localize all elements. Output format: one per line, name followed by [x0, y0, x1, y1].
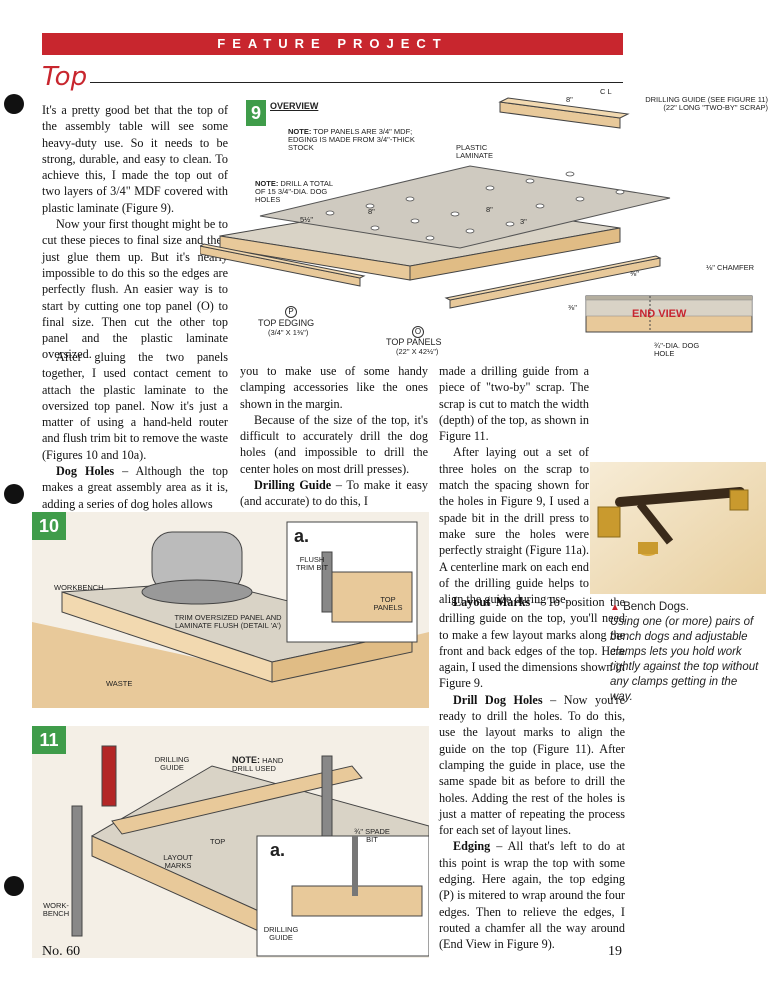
label-spade-bit: ¾" SPADE BIT [354, 827, 390, 844]
label-workbench: WORK- BENCH [42, 901, 70, 918]
column-1: It's a pretty good bet that the top of t… [42, 102, 228, 363]
figure-note: NOTE: DRILL A TOTAL OF 15 3/4"-DIA. DOG … [255, 180, 335, 204]
dimension-label: ⅜" [630, 269, 639, 278]
run-in-head: Edging [453, 839, 491, 854]
figure-9-overview: 9 OVERVIEW NOTE: TOP PANELS ARE 3/4" MDF… [200, 88, 768, 360]
paragraph: Now your first thought might be to cut t… [42, 216, 228, 363]
paragraph: Drilling Guide – To make it easy (and ac… [240, 477, 428, 510]
caption-triangle-icon: ▲ [610, 602, 620, 613]
paragraph-text: – Now you're ready to drill the holes. T… [439, 692, 625, 838]
paragraph-text: – To position the drilling guide on the … [439, 595, 625, 691]
title-rule [90, 82, 623, 83]
column-1-lower: After gluing the two panels together, I … [42, 349, 228, 512]
label-top-panels: TOP PANELS [386, 337, 442, 347]
figure-9-drawing [200, 97, 753, 333]
label-top-panels-size: (22" x 42½") [396, 347, 439, 356]
paragraph: made a drilling guide from a piece of "t… [439, 364, 589, 444]
figure-10: 10 WORKBENCH TRIM OVERSIZED PANEL AND LA… [32, 512, 429, 708]
paragraph-text: – All that's left to do at this point is… [439, 839, 625, 952]
figure-number-badge: 10 [32, 512, 66, 540]
paragraph: Drill Dog Holes – Now you're ready to dr… [439, 692, 625, 839]
column-2: you to make use of some handy clamping a… [240, 363, 428, 510]
binder-hole [4, 94, 24, 114]
paragraph: After gluing the two panels together, I … [42, 350, 228, 462]
binder-hole [4, 484, 24, 504]
column-3-lower: Layout Marks – To position the drilling … [439, 594, 625, 953]
note-text: HAND DRILL USED [232, 756, 284, 773]
bench-dogs-photo [590, 462, 766, 594]
label-drilling-guide: DRILLING GUIDE (SEE FIGURE 11) (22" LONG… [645, 95, 768, 112]
end-view-label: END VIEW [632, 308, 687, 320]
note-label: NOTE: [232, 755, 260, 765]
section-banner: FEATURE PROJECT [42, 33, 623, 55]
centerline-label: C L [600, 87, 612, 96]
label-waste: WASTE [106, 679, 133, 688]
note-label: NOTE: [255, 179, 279, 188]
part-letter-badge: O [412, 326, 424, 338]
note-text: TOP PANELS ARE 3/4" MDF; EDGING IS MADE … [288, 127, 415, 152]
run-in-head: Drill Dog Holes [453, 692, 543, 707]
paragraph: Edging – All that's left to do at this p… [439, 838, 625, 952]
paragraph-text: Now your first thought might be to cut t… [42, 217, 228, 362]
column-3: made a drilling guide from a piece of "t… [439, 363, 589, 607]
detail-label: a. [270, 840, 286, 860]
detail-label: a. [294, 526, 310, 546]
label-dog-hole: ¾"-DIA. DOG HOLE [654, 341, 700, 358]
paragraph: It's a pretty good bet that the top of t… [42, 103, 228, 215]
photo-caption: ▲ Bench Dogs. Using one (or more) pairs … [610, 600, 760, 705]
paragraph: you to make use of some handy clamping a… [240, 364, 428, 411]
dimension-label: 5½" [300, 215, 314, 224]
section-title: Top [42, 62, 88, 92]
label-trim: TRIM OVERSIZED PANEL AND LAMINATE FLUSH … [174, 613, 282, 630]
note-label: NOTE: [288, 127, 312, 136]
paragraph: Because of the size of the top, it's dif… [240, 412, 428, 476]
paragraph: Layout Marks – To position the drilling … [439, 594, 625, 692]
dimension-label: 8" [566, 95, 573, 104]
label-top: TOP [210, 837, 226, 846]
paragraph-text: – To make it easy (and accurate) to do t… [240, 478, 428, 509]
figure-title: OVERVIEW [270, 101, 319, 111]
note-text: DRILL A TOTAL OF 15 3/4"-DIA. DOG HOLES [255, 179, 333, 204]
binder-hole [4, 876, 24, 896]
label-plastic-laminate: PLASTIC LAMINATE [456, 143, 493, 160]
run-in-head: Dog Holes [56, 464, 115, 479]
label-chamfer: ⅛" CHAMFER [705, 263, 755, 272]
figure-11: 11 DRILLING GUIDE NOTE: HAND DRILL USED … [32, 726, 429, 958]
figure-10-drawing [32, 521, 429, 708]
run-in-head: Drilling Guide [254, 478, 332, 493]
figure-note: NOTE: TOP PANELS ARE 3/4" MDF; EDGING IS… [288, 128, 428, 152]
issue-number: No. 60 [42, 944, 81, 959]
dimension-label: ⅜" [568, 303, 577, 312]
label-flush-trim-bit: FLUSH TRIM BIT [295, 555, 329, 572]
dimension-label: 8" [368, 207, 375, 216]
figure-note: NOTE: HAND DRILL USED [232, 756, 302, 773]
paragraph: After laying out a set of three holes on… [439, 445, 589, 607]
label-workbench: WORKBENCH [54, 583, 104, 592]
paragraph-text: – Although the top makes a great assembl… [42, 464, 228, 511]
label-layout-marks: LAYOUT MARKS [163, 853, 193, 870]
caption-text: Using one (or more) pairs of bench dogs … [610, 616, 759, 703]
label-top-edging: TOP EDGING [258, 318, 315, 328]
figure-11-drawing [71, 745, 429, 957]
paragraph: Dog Holes – Although the top makes a gre… [42, 463, 228, 512]
label-top-edging-size: (3/4" x 1⅜") [268, 328, 309, 337]
figure-number-badge: 11 [32, 726, 66, 754]
label-top-panels: TOP PANELS [373, 595, 403, 612]
figure-number-badge: 9 [246, 100, 266, 126]
dimension-label: 8" [486, 205, 493, 214]
dimension-label: 3" [520, 217, 527, 226]
part-letter-badge: P [285, 306, 297, 318]
label-drilling-guide: DRILLING GUIDE [263, 925, 299, 942]
run-in-head: Layout Marks [453, 595, 531, 609]
label-drilling-guide: DRILLING GUIDE [154, 755, 190, 772]
page-number: 19 [608, 944, 622, 959]
caption-title: Bench Dogs. [623, 601, 689, 613]
